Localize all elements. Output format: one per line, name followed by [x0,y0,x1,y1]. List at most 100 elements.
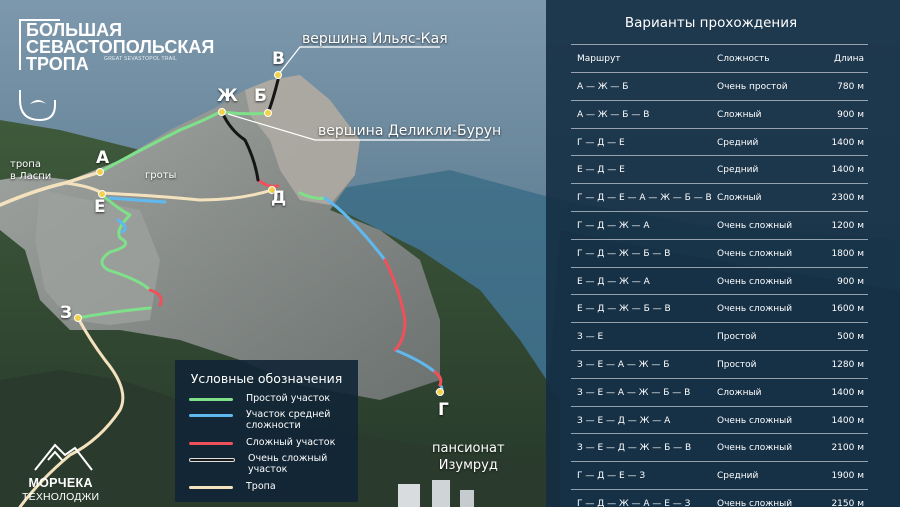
route-e-z-mid-1 [116,218,127,234]
legend-label-hard: Сложный участок [246,437,336,448]
table-row: З — Е — А — Ж — Б Простой 1280 м [571,351,868,379]
peak-ilyas-pointer [277,46,440,76]
point-e-label: Е [94,197,106,217]
difficulty-cell: Средний [717,471,759,482]
legend-item-hard: Сложный участок [189,437,346,448]
legend-item-very-hard: Очень сложный участок [189,453,348,475]
difficulty-cell: Очень сложный [717,498,793,507]
point-b-marker [264,109,272,117]
route-cell: Г — Д — Ж — Б — В [577,248,671,259]
point-zh-label: Ж [217,86,238,106]
route-cell: З — Е — А — Ж — Б [577,359,670,370]
point-v-marker [274,71,282,79]
route-cell: Е — Д — Ж — Б — В [577,304,671,315]
difficulty-cell: Очень сложный [717,276,793,287]
difficulty-cell: Средний [717,165,759,176]
length-cell: 2100 м [831,443,864,454]
route-cell: Е — Д — Ж — А [577,276,650,287]
length-cell: 1900 м [831,471,864,482]
brand-name: МОРЧЕКА [28,476,93,490]
pension-label: пансионат Изумруд [432,440,505,474]
difficulty-cell: Очень сложный [717,443,793,454]
point-v-label: В [272,49,285,69]
legend-swatch-trail [189,486,233,489]
difficulty-cell: Сложный [717,109,762,120]
difficulty-cell: Очень сложный [717,220,793,231]
route-a-zh [98,110,222,174]
route-cell: Г — Д — Е — А — Ж — Б — В [577,193,712,204]
route-d-g-mid-2 [393,348,437,374]
point-zh-marker [218,108,226,116]
length-cell: 1400 м [831,137,864,148]
route-cell: А — Ж — Б — В [577,109,650,120]
length-cell: 1280 м [831,359,864,370]
difficulty-cell: Очень простой [717,82,788,92]
legend-panel: Условные обозначения Простой участок Уча… [175,360,358,502]
route-cell: Г — Д — Е — З [577,471,646,482]
length-cell: 780 м [837,82,864,92]
route-e-z-upper [100,193,152,292]
difficulty-cell: Сложный [717,193,762,204]
table-row: Е — Д — Е Средний 1400 м [571,156,868,185]
length-cell: 1400 м [831,165,864,176]
difficulty-cell: Простой [717,332,757,343]
routes-title: Варианты прохождения [624,15,798,31]
trail-logo-subtitle: GREAT SEVASTOPOL TRAIL [104,56,178,62]
route-e-d-mid [108,196,167,204]
table-row: Г — Д — Е — А — Ж — Б — В Сложный 2300 м [571,184,868,212]
legend-item-medium: Участок средней сложности [189,409,346,431]
routes-header-row: Маршрут Сложность Длина [571,44,868,73]
legend-label-very-hard: Очень сложный участок [248,453,328,475]
trail-laspi-label-1: тропа [10,159,41,170]
length-cell: 1400 м [831,387,864,398]
route-zh-d-very-hard [220,110,260,182]
route-e-z-hard [148,288,163,307]
point-d-label: Д [271,188,287,208]
route-zh-b [220,110,270,116]
route-cell: З — Е — А — Ж — Б — В [577,387,691,398]
point-a-marker [96,168,104,176]
difficulty-cell: Очень сложный [717,415,793,426]
grottoes-label: гроты [145,170,177,181]
gull-icon [30,100,46,104]
route-z-e-lower [76,306,152,320]
table-row: З — Е — Д — Ж — А Очень сложный 1400 м [571,407,868,435]
point-g-label: Г [438,400,449,420]
legend-title: Условные обозначения [190,371,343,386]
route-cell: З — Е — Д — Ж — А [577,415,671,426]
trail-laspi-label-2: в Ласпи [10,171,52,182]
table-row: Е — Д — Ж — Б — В Очень сложный 1600 м [571,295,868,324]
length-cell: 1200 м [831,220,864,231]
length-cell: 1800 м [831,248,864,259]
legend-swatch-medium [189,414,233,417]
difficulty-cell: Простой [717,359,757,370]
length-cell: 1400 м [831,415,864,426]
brand-sub: ТЕХНОЛОДЖИ [22,491,100,503]
length-cell: 2300 м [831,193,864,204]
difficulty-cell: Средний [717,137,759,148]
morcheka-logo-icon [34,443,93,471]
route-d-g-mid-1 [323,196,387,262]
route-zh-d-hard [256,178,280,188]
length-cell: 1600 м [831,304,864,315]
trail-z-down [18,316,125,507]
route-cell: Е — Д — Е [577,165,625,176]
logo-line-1: БОЛЬШАЯ [26,20,123,40]
route-d-g-top [298,191,327,200]
peak-delikli-label: вершина Деликли-Бурун [318,123,502,139]
difficulty-cell: Очень сложный [717,304,793,315]
table-row: Г — Д — Е — З Средний 1900 м [571,462,868,490]
header-difficulty: Сложность [717,54,770,64]
point-b-label: Б [254,86,267,106]
point-z-marker [74,314,82,322]
pension-line-1: пансионат [432,441,505,456]
trail-logo-title: БОЛЬШАЯ СЕВАСТОПОЛЬСКАЯ ТРОПА [26,20,214,73]
